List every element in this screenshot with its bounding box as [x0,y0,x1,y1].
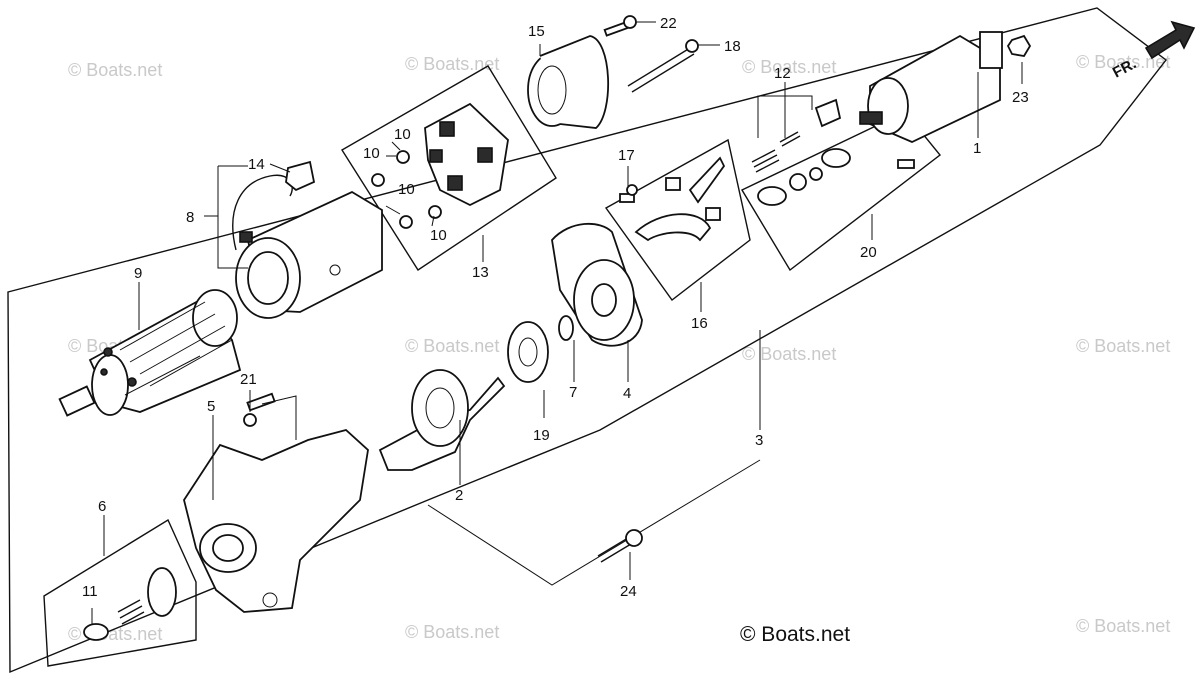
watermark: © Boats.net [405,336,499,356]
group-box-13 [341,65,557,271]
callout-18: 18 [724,38,741,55]
callout-22: 22 [660,15,677,32]
watermark: © Boats.net [1076,616,1170,636]
group-line-3 [427,459,761,586]
callout-17: 17 [618,147,635,164]
callout-21: 21 [240,371,257,388]
part-9-armature [58,289,242,417]
part-18-through-bolt [627,39,699,93]
part-2-overrunning-clutch [378,369,506,471]
group-box-6 [43,518,197,667]
watermark: © Boats.net [68,624,162,644]
front-direction-arrow: FR. [1110,20,1196,82]
callout-10: 10 [363,145,380,162]
callout-11: 11 [82,583,98,600]
callout-19: 19 [533,427,550,444]
part-14-clip [285,160,316,192]
part-24-bolt [597,529,643,563]
part-21-bolt [243,392,276,427]
watermark: © Boats.net [405,622,499,642]
callout-7: 7 [569,384,577,401]
callout-15: 15 [528,23,545,40]
part-22-bolt [603,15,637,37]
part-13-brush-holder [424,102,509,207]
callout-10: 10 [430,227,447,244]
callout-4: 4 [623,385,631,402]
part-7-washer [558,315,574,341]
watermark: © Boats.net [405,54,499,74]
callout-10: 10 [394,126,411,143]
callout-16: 16 [691,315,708,332]
part-17-screw [619,184,638,203]
part-11-snap-ring [83,623,109,641]
group-box-20 [741,111,941,272]
assembly-boundary [7,7,1167,674]
leader-lines [91,21,1023,624]
callout-6: 6 [98,498,106,515]
callout-9: 9 [134,265,142,282]
part-4-end-frame [551,222,643,347]
watermark: © Boats.net [1076,336,1170,356]
callout-labels: 1 2 3 4 5 6 7 8 9 10 10 10 10 11 12 13 1… [82,15,1029,600]
watermark: © Boats.net [1076,52,1170,72]
part-16-shift-lever [634,156,726,242]
part-10-springs [371,150,442,229]
callout-24: 24 [620,583,637,600]
watermark: © Boats.net [742,344,836,364]
callout-23: 23 [1012,89,1029,106]
part-19-gear [507,321,549,383]
watermark: © Boats.net [742,57,836,77]
callout-13: 13 [472,264,489,281]
callout-5: 5 [207,398,215,415]
part-12-plunger-spring [751,98,842,173]
callout-1: 1 [973,140,981,157]
copyright-notice: © Boats.net [740,623,850,646]
part-5-front-housing [183,429,369,613]
callout-12: 12 [774,65,791,82]
part-8-yoke [232,174,383,319]
callout-2: 2 [455,487,463,504]
watermark: © Boats.net [68,60,162,80]
part-23-nut [1006,34,1032,57]
part-6-pinion-gear [117,567,177,625]
callout-20: 20 [860,244,877,261]
callout-10: 10 [398,181,415,198]
callout-3: 3 [755,432,763,449]
group-box-16 [604,138,751,301]
part-20-contact-kit [757,148,915,206]
part-1-solenoid [859,31,1003,143]
callout-8: 8 [186,209,194,226]
part-15-cover [527,35,610,129]
callout-14: 14 [248,156,265,173]
arrow-icon [1144,20,1196,60]
